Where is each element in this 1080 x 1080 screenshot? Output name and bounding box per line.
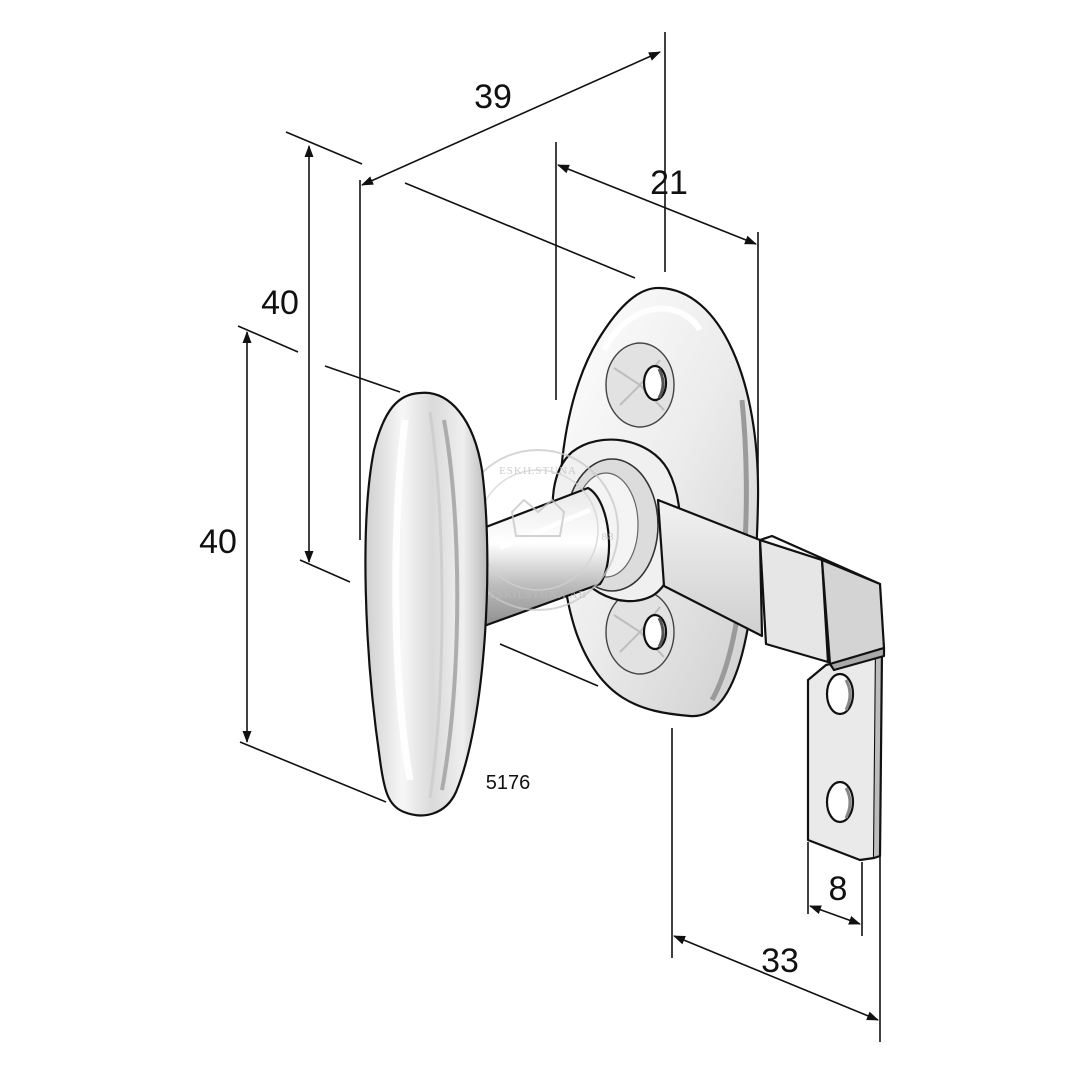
upper-screw-hole: [605, 342, 675, 428]
dim-8-label: 8: [829, 870, 848, 908]
lower-screw-hole: [605, 589, 675, 675]
lever-arm: [656, 498, 886, 672]
dim-8-line: [809, 905, 861, 925]
stamp-top-text: ESKILSTUNA: [499, 465, 577, 477]
dim-21-line: [557, 164, 757, 245]
shaft: [476, 486, 611, 628]
stamp-year-right: 88: [602, 531, 615, 543]
t-grip-handle: [364, 391, 489, 817]
dim-40-lower-label: 40: [199, 523, 237, 561]
dim-40-upper-label: 40: [261, 284, 299, 322]
dim-33-label: 33: [761, 942, 799, 980]
dim-39-line: [361, 51, 661, 186]
dim-39-label: 39: [474, 78, 512, 116]
stamp-bottom-text: ESKILSTUNA AB: [489, 589, 587, 601]
dim-21-label: 21: [650, 164, 688, 202]
latch-part: ESKILSTUNA ESKILSTUNA AB 19 88: [364, 286, 886, 862]
strap-tongue: [806, 648, 884, 862]
product-code: 5176: [486, 772, 531, 794]
dim-33-line: [673, 935, 879, 1021]
